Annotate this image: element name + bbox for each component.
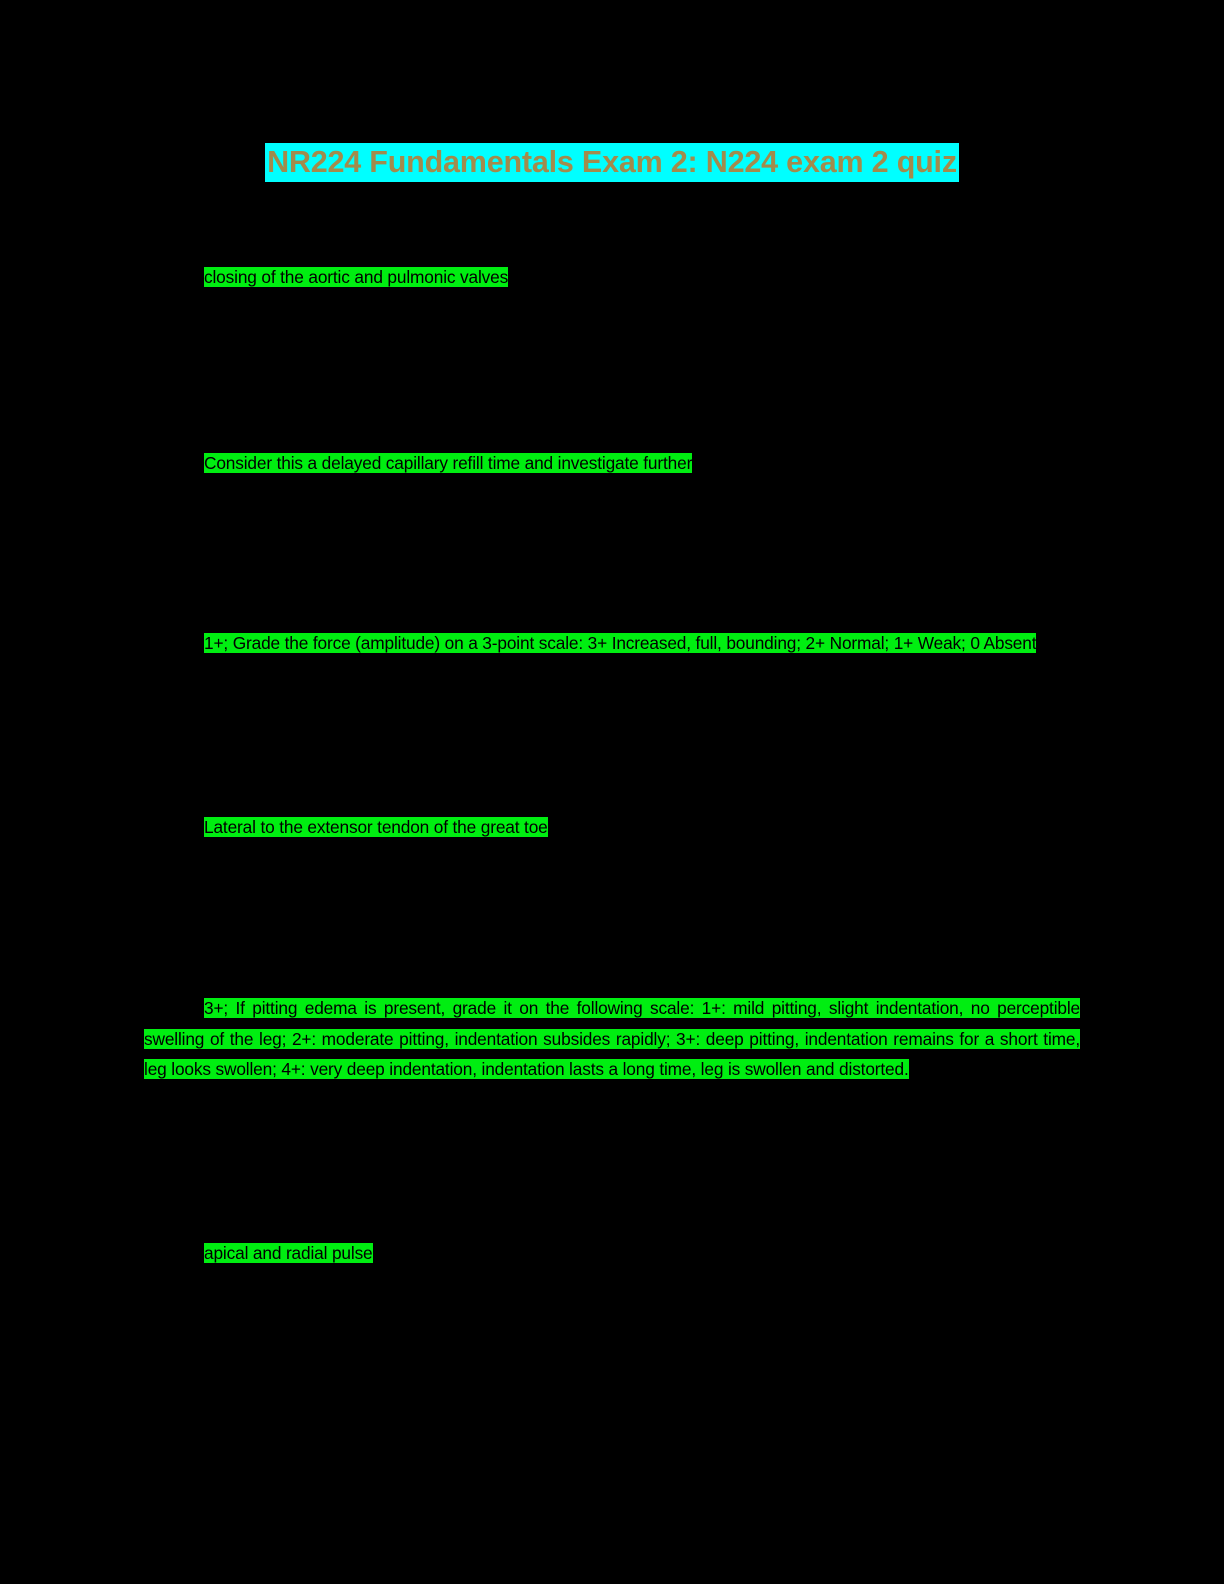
answer-paragraph-1: closing of the aortic and pulmonic valve… — [144, 262, 1080, 293]
answer-paragraph-5: 3+; If pitting edema is present, grade i… — [144, 993, 1080, 1085]
answer-paragraph-4: Lateral to the extensor tendon of the gr… — [144, 812, 1080, 843]
answer-text-3: 1+; Grade the force (amplitude) on a 3-p… — [204, 633, 1037, 653]
page-title: NR224 Fundamentals Exam 2: N224 exam 2 q… — [144, 143, 1080, 183]
answer-paragraph-3: 1+; Grade the force (amplitude) on a 3-p… — [144, 628, 1080, 659]
answer-text-6: apical and radial pulse — [204, 1243, 373, 1263]
answer-text-5: 3+; If pitting edema is present, grade i… — [144, 998, 1080, 1080]
answer-text-4: Lateral to the extensor tendon of the gr… — [204, 817, 548, 837]
answer-text-1: closing of the aortic and pulmonic valve… — [204, 267, 509, 287]
answer-paragraph-2: Consider this a delayed capillary refill… — [144, 448, 1080, 479]
answer-paragraph-6: apical and radial pulse — [144, 1238, 1080, 1269]
page-title-text: NR224 Fundamentals Exam 2: N224 exam 2 q… — [265, 143, 959, 182]
answer-text-2: Consider this a delayed capillary refill… — [204, 453, 693, 473]
